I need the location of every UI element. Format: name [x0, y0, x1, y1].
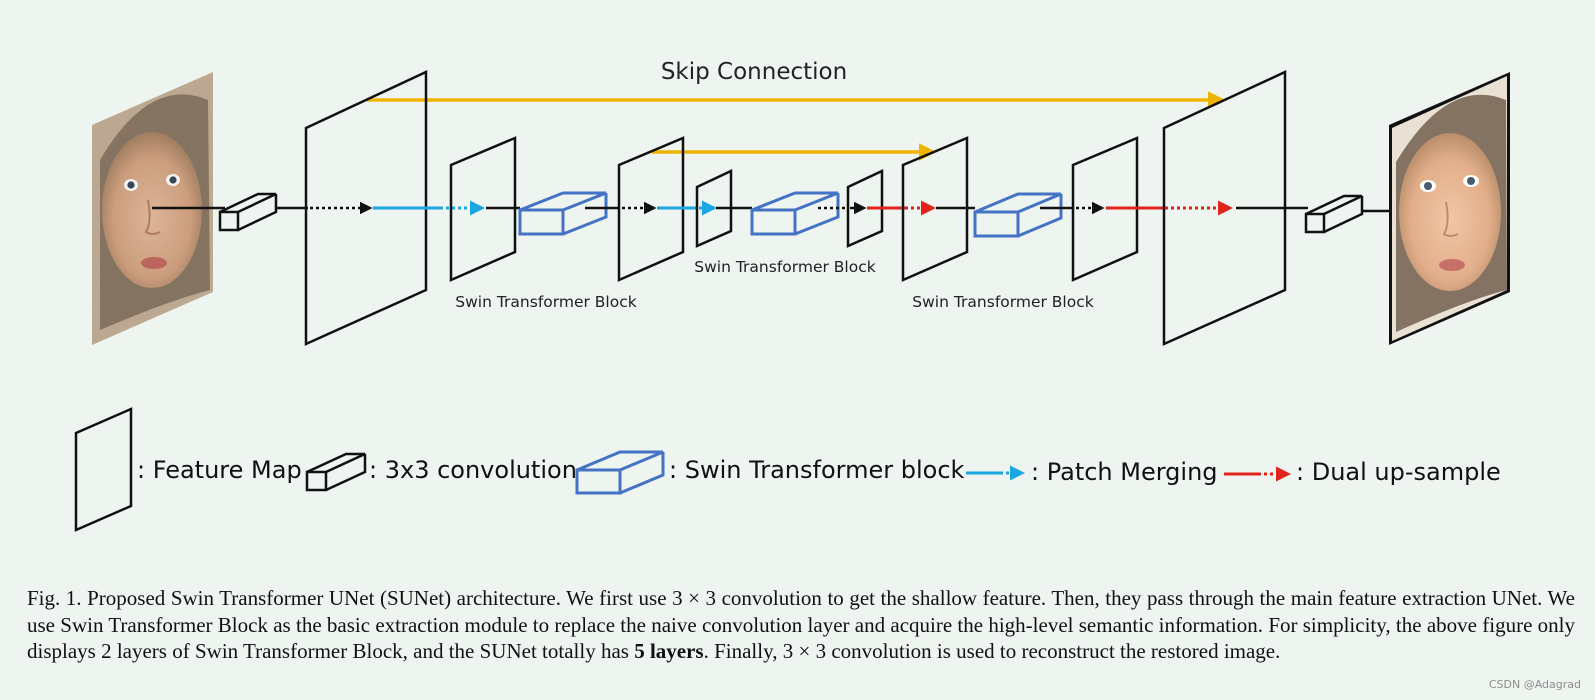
feature-map-8: [1162, 70, 1287, 346]
legend-swin-symbol: [575, 450, 665, 495]
swin-block-label-3: Swin Transformer Block: [912, 293, 1093, 311]
feature-map-7: [1071, 136, 1139, 282]
swin-block-3: [973, 192, 1063, 238]
feature-map-6: [901, 136, 969, 282]
feature-map-1: [304, 70, 428, 346]
figure-caption: Fig. 1. Proposed Swin Transformer UNet (…: [27, 585, 1575, 665]
swin-block-2: [750, 191, 840, 236]
legend-conv-label: : 3x3 convolution: [369, 456, 577, 484]
legend-swin-label: : Swin Transformer block: [669, 456, 965, 484]
feature-map-4: [695, 169, 733, 248]
swin-block-1: [518, 191, 608, 236]
legend-dual-upsample-label: : Dual up-sample: [1296, 458, 1501, 486]
legend-feature-map-label: : Feature Map: [137, 456, 302, 484]
swin-block-label-2: Swin Transformer Block: [694, 258, 875, 276]
watermark: CSDN @Adagrad: [1488, 678, 1581, 691]
feature-map-2: [449, 136, 517, 282]
legend-patch-merging-label: : Patch Merging: [1031, 458, 1218, 486]
caption-text: Fig. 1. Proposed Swin Transformer UNet (…: [27, 586, 1575, 663]
skip-connection-title: Skip Connection: [661, 59, 847, 85]
feature-map-5: [846, 169, 884, 248]
swin-block-label-1: Swin Transformer Block: [455, 293, 636, 311]
output-restored-image: [1389, 72, 1510, 345]
caption-bold-text: 5 layers: [634, 639, 704, 663]
legend-conv-symbol: [305, 452, 367, 492]
sunet-architecture-diagram: Skip Connection: [74, 59, 1510, 532]
caption-text-end: . Finally, 3 × 3 convolution is used to …: [703, 639, 1281, 663]
feature-map-3: [617, 136, 685, 282]
conv-block-output: [1304, 194, 1364, 234]
legend: : Feature Map : 3x3 convolution : Swin T…: [74, 407, 1501, 532]
legend-feature-map-symbol: [74, 407, 133, 532]
conv-block-input: [218, 192, 278, 232]
